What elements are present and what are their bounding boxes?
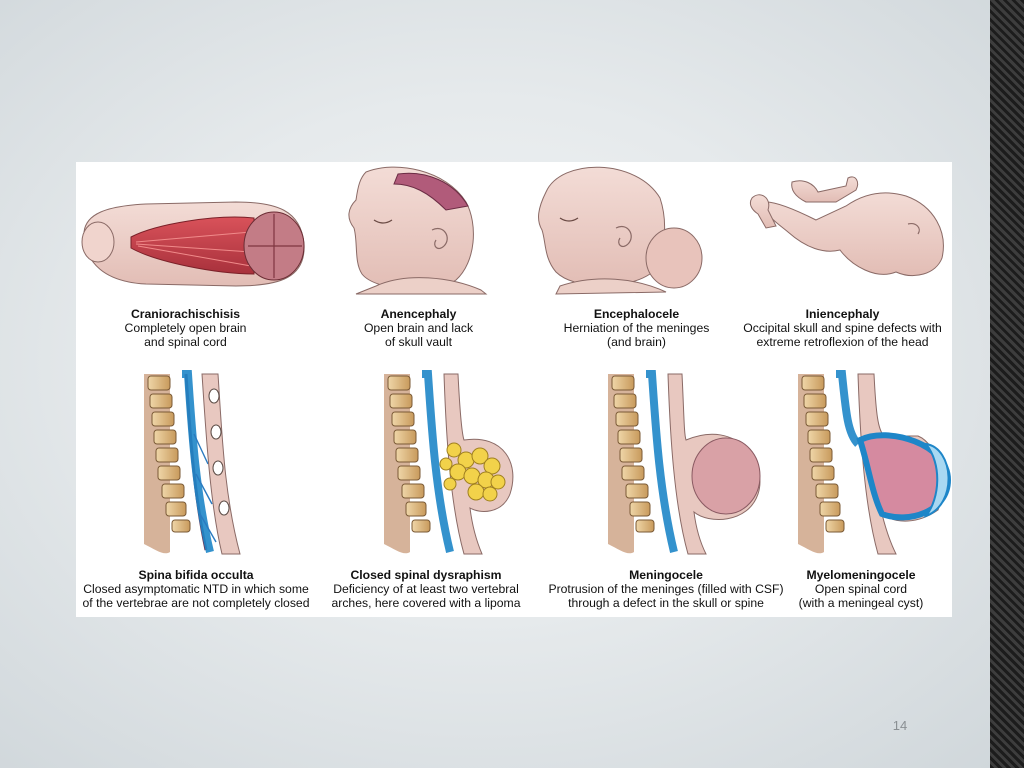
- slide-decorative-bar: [990, 0, 1024, 768]
- iniencephaly-desc-2: extreme retroflexion of the head: [756, 335, 929, 349]
- meningocele-title: Meningocele: [629, 568, 703, 582]
- encephalocele-desc-1: Herniation of the meninges: [563, 321, 710, 335]
- slide-page-number: 14: [892, 718, 908, 733]
- encephalocele-desc-2: (and brain): [607, 335, 666, 349]
- label-meningocele: Meningocele Protrusion of the meninges (…: [536, 568, 796, 610]
- craniorachischisis-title: Craniorachischisis: [130, 307, 241, 321]
- anencephaly-drawing: [348, 166, 488, 295]
- meningocele-desc-1: Protrusion of the meninges (filled with …: [548, 582, 784, 596]
- spina-bifida-occulta-desc-1: Closed asymptomatic NTD in which some: [83, 582, 309, 596]
- ntd-illustrations: [81, 166, 952, 555]
- iniencephaly-drawing: [749, 176, 944, 276]
- ntd-figure: Craniorachischisis Completely open brain…: [76, 162, 952, 617]
- meningocele-drawing: [608, 370, 761, 555]
- craniorachischisis-drawing: [81, 201, 305, 287]
- label-anencephaly: Anencephaly Open brain and lack of skull…: [309, 307, 528, 349]
- label-myelomeningocele: Myelomeningocele Open spinal cord (with …: [776, 568, 946, 610]
- encephalocele-drawing: [538, 166, 703, 295]
- closed-spinal-dysraphism-title: Closed spinal dysraphism: [350, 568, 502, 582]
- meningocele-desc-2: through a defect in the skull or spine: [568, 596, 764, 610]
- iniencephaly-desc-1: Occipital skull and spine defects with: [743, 321, 942, 335]
- myelomeningocele-desc-1: Open spinal cord: [814, 582, 908, 596]
- craniorachischisis-desc-1: Completely open brain: [124, 321, 247, 335]
- label-closed-spinal-dysraphism: Closed spinal dysraphism Deficiency of a…: [321, 568, 531, 610]
- label-encephalocele: Encephalocele Herniation of the meninges…: [527, 307, 746, 349]
- spina-bifida-occulta-title: Spina bifida occulta: [138, 568, 254, 582]
- closed-spinal-dysraphism-drawing: [384, 370, 514, 555]
- spina-bifida-occulta-desc-2: of the vertebrae are not completely clos…: [82, 596, 310, 610]
- spina-bifida-occulta-drawing: [144, 370, 241, 555]
- anencephaly-desc-1: Open brain and lack: [363, 321, 474, 335]
- label-spina-bifida-occulta: Spina bifida occulta Closed asymptomatic…: [71, 568, 321, 610]
- label-craniorachischisis: Craniorachischisis Completely open brain…: [76, 307, 295, 349]
- closed-spinal-dysraphism-desc-2: arches, here covered with a lipoma: [331, 596, 521, 610]
- anencephaly-title: Anencephaly: [380, 307, 457, 321]
- iniencephaly-title: Iniencephaly: [805, 307, 880, 321]
- closed-spinal-dysraphism-desc-1: Deficiency of at least two vertebral: [333, 582, 519, 596]
- anencephaly-desc-2: of skull vault: [384, 335, 453, 349]
- myelomeningocele-drawing: [798, 370, 952, 555]
- myelomeningocele-title: Myelomeningocele: [806, 568, 916, 582]
- craniorachischisis-desc-2: and spinal cord: [144, 335, 227, 349]
- myelomeningocele-desc-2: (with a meningeal cyst): [798, 596, 924, 610]
- encephalocele-title: Encephalocele: [593, 307, 680, 321]
- label-iniencephaly: Iniencephaly Occipital skull and spine d…: [733, 307, 952, 349]
